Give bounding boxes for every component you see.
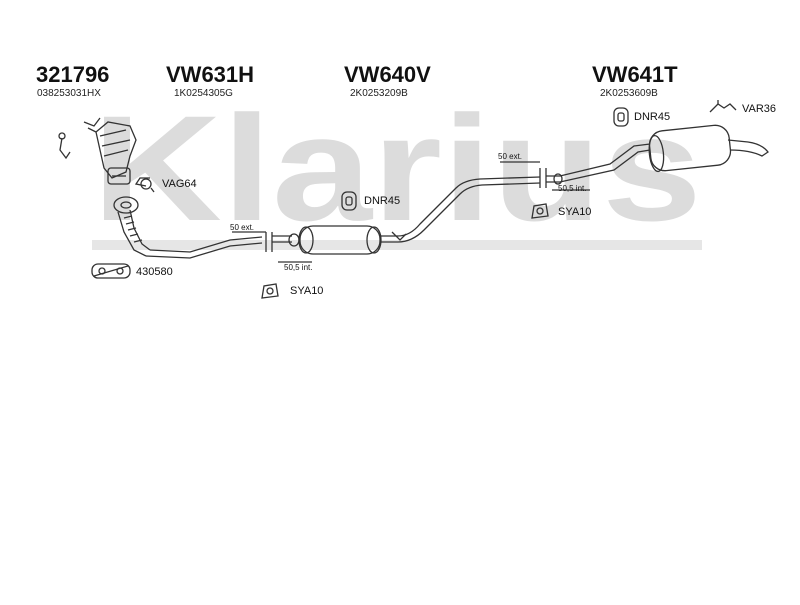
oem-number-1: 038253031HX	[37, 88, 101, 99]
manifold-catalyst-part	[58, 117, 137, 185]
label-sya10-front: SYA10	[290, 285, 324, 297]
label-var36: VAR36	[742, 103, 777, 115]
sya10-front-rubber	[261, 283, 279, 299]
part-code-2: VW631H	[166, 62, 255, 87]
part-code-1: 321796	[36, 62, 110, 87]
oem-number-4: 2K0253609B	[600, 88, 658, 99]
dnr45-rear-hanger	[613, 107, 629, 127]
gasket-kit-430580	[91, 263, 131, 279]
label-dnr45-mid: DNR45	[364, 195, 401, 207]
dnr45-mid-hanger	[341, 191, 357, 211]
centre-silencer-part	[272, 176, 541, 255]
label-dnr45-rear: DNR45	[634, 111, 671, 123]
label-vag64: VAG64	[162, 178, 197, 190]
oem-number-2: 1K0254305G	[174, 88, 233, 99]
label-sya10-rear: SYA10	[558, 206, 592, 218]
watermark-underline	[92, 240, 702, 250]
dim-rear-ext: 50 ext.	[498, 152, 523, 161]
oem-number-3: 2K0253209B	[350, 88, 408, 99]
dim-front-int: 50,5 int.	[284, 263, 313, 272]
part-code-4: VW641T	[592, 62, 678, 87]
part-code-3: VW640V	[344, 62, 431, 87]
watermark-text: Klarius	[92, 84, 702, 252]
vag64-clamp	[134, 177, 155, 193]
rear-joint	[500, 161, 590, 191]
var36-tailpipe	[709, 100, 737, 113]
dim-front-ext: 50 ext.	[230, 223, 255, 232]
klarius-watermark: Klarius	[92, 84, 702, 252]
label-430580: 430580	[136, 266, 173, 278]
front-pipe-part	[113, 196, 263, 259]
dim-rear-int: 50,5 int.	[558, 184, 587, 193]
sya10-rear-rubber	[531, 203, 549, 219]
rear-silencer-part	[546, 124, 769, 185]
